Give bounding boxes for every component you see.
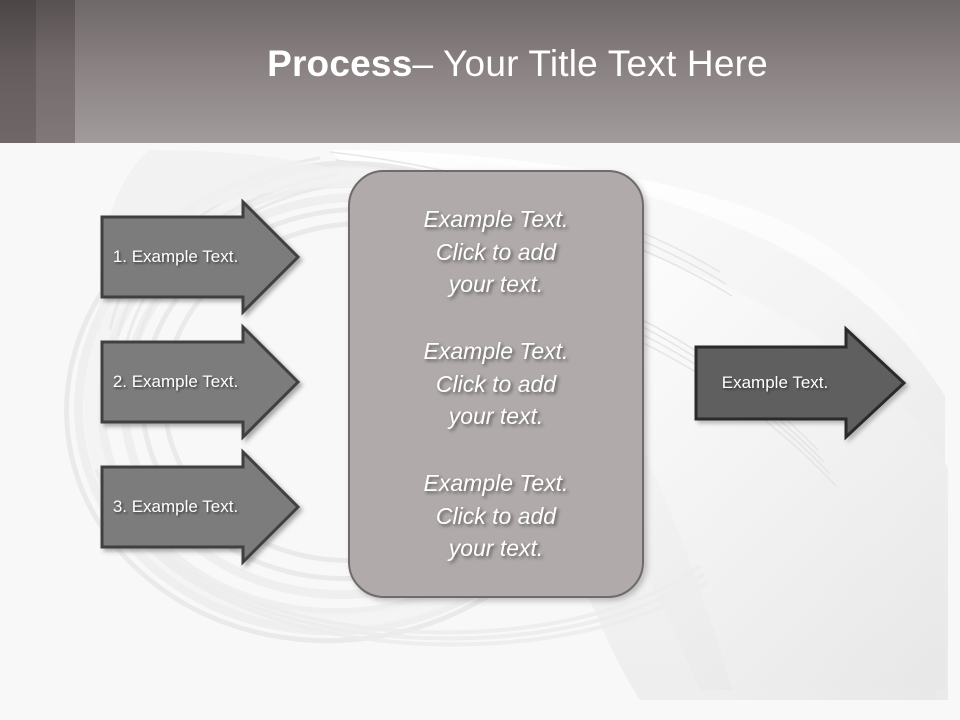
slide-header: Process – Your Title Text Here bbox=[0, 0, 960, 143]
arrow-right-icon bbox=[100, 323, 301, 441]
header-accent-band-1 bbox=[0, 0, 36, 143]
result-arrow[interactable]: Example Text. bbox=[694, 325, 907, 441]
header-accent-band-2 bbox=[36, 0, 75, 143]
process-arrow-3[interactable]: 3. Example Text. bbox=[100, 448, 301, 566]
page-title-strong: Process bbox=[267, 42, 413, 84]
arrow-right-icon bbox=[694, 325, 907, 441]
process-arrow-2[interactable]: 2. Example Text. bbox=[100, 323, 301, 441]
center-text-panel[interactable]: Example Text. Click to add your text. Ex… bbox=[348, 170, 644, 598]
page-title: Process – Your Title Text Here bbox=[75, 0, 960, 143]
arrow-right-icon bbox=[100, 198, 301, 316]
center-paragraph-2: Example Text. Click to add your text. bbox=[423, 338, 569, 430]
center-paragraph-3: Example Text. Click to add your text. bbox=[423, 469, 569, 562]
arrow-right-icon bbox=[100, 448, 301, 566]
center-paragraph-1: Example Text. Click to add your text. bbox=[423, 206, 569, 298]
page-title-rest: – Your Title Text Here bbox=[412, 42, 768, 84]
header-main-band bbox=[75, 0, 960, 143]
process-arrow-1[interactable]: 1. Example Text. bbox=[100, 198, 301, 316]
